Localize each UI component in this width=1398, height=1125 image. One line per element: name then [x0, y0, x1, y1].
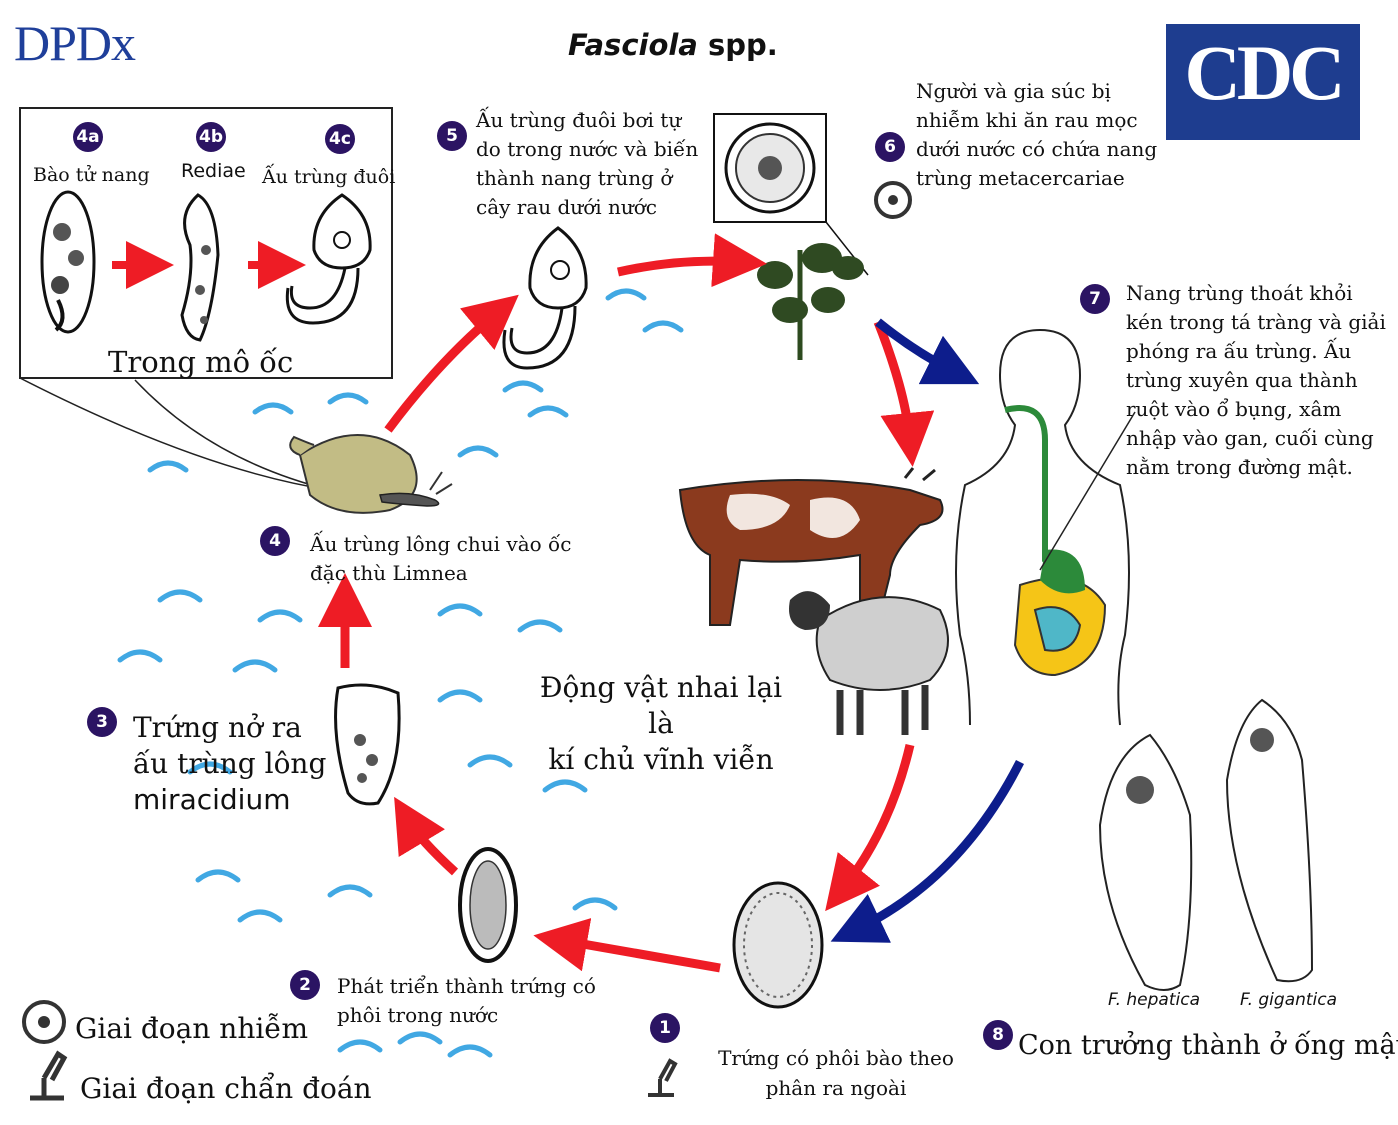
wave [187, 761, 233, 775]
species-label-gigantica: F. gigantica [1240, 990, 1338, 1010]
human-outline-illustration [955, 329, 1130, 726]
badge-step-6: 6 [875, 132, 905, 162]
wave [157, 589, 203, 603]
diagram-title: Fasciola spp. [568, 28, 778, 62]
wave [542, 779, 588, 793]
arrow-embryonated-to-miracidium [394, 796, 459, 876]
wave [467, 754, 513, 768]
step6-biohazard-icon [874, 181, 912, 219]
wave [232, 659, 278, 673]
cow-illustration [678, 467, 944, 626]
cdc-logo-box [1166, 24, 1360, 140]
arrow-ruminants-to-egg [825, 743, 915, 912]
step1-microscope-icon [648, 1058, 678, 1097]
badge-4c: 4c [325, 124, 355, 154]
legend-biohazard-icon [22, 1000, 66, 1044]
wave [257, 609, 303, 623]
wave [327, 392, 369, 405]
water-waves [117, 288, 684, 1058]
arrow-cercaria-to-plant [617, 233, 767, 288]
wave [195, 869, 241, 883]
wave [605, 288, 647, 301]
sporocyst-illustration [40, 190, 96, 334]
aquatic-plant-illustration [757, 243, 864, 360]
label-4b: Rediae [181, 160, 246, 182]
snail-illustration [289, 434, 453, 514]
wave [327, 884, 373, 898]
wave [572, 897, 618, 911]
rediae-illustration [180, 193, 220, 342]
free-cercaria-illustration [502, 226, 588, 370]
legend-diagnostic-stage: Giai đoạn chẩn đoán [80, 1072, 372, 1105]
snail-tissue-inset [19, 107, 393, 491]
badge-step-7: 7 [1080, 284, 1110, 314]
wave [437, 689, 483, 703]
badge-step-1: 1 [650, 1013, 680, 1043]
badge-step-4: 4 [260, 526, 290, 556]
adult-flukes-illustration [1098, 698, 1314, 991]
badge-step-8: 8 [983, 1020, 1013, 1050]
wave [117, 649, 163, 663]
wave [252, 402, 294, 415]
badge-4a: 4a [73, 122, 103, 152]
badge-4b: 4b [196, 122, 226, 152]
wave [457, 445, 499, 458]
wave [642, 320, 684, 333]
legend-microscope-icon [30, 1050, 68, 1101]
metacercaria-inset [713, 113, 869, 276]
badge-step-3: 3 [87, 707, 117, 737]
title-suffix: spp. [697, 28, 778, 62]
sheep-illustration [789, 591, 949, 735]
egg-unembryonated-illustration [732, 881, 824, 1009]
badge-step-2: 2 [290, 970, 320, 1000]
arrow-plant-to-ruminants [873, 320, 935, 467]
wave [237, 909, 283, 923]
cdc-logo-text: CDC [1184, 29, 1346, 116]
label-4a: Bào tử nang [33, 164, 150, 186]
legend-infective-stage: Giai đoạn nhiễm [75, 1012, 309, 1045]
arrow-plant-to-human [875, 318, 980, 385]
title-genus: Fasciola [568, 28, 698, 62]
arrow-snail-to-cercaria [384, 294, 519, 433]
wave [437, 603, 483, 617]
arrow-human-to-egg [830, 759, 1025, 943]
wave [527, 405, 569, 418]
arrow-egg-to-embryonated [533, 918, 721, 973]
label-4c: Ấu trùng đuôi [262, 166, 396, 188]
dpdx-logo: DPDx [14, 15, 136, 71]
cercaria-inset-illustration [285, 193, 372, 325]
inset-caption: Trong mô ốc [108, 345, 294, 379]
wave [337, 1039, 383, 1053]
wave [517, 619, 563, 633]
wave [502, 380, 544, 393]
badge-step-5: 5 [437, 121, 467, 151]
wave [447, 1044, 493, 1058]
miracidium-illustration [334, 683, 401, 806]
step-8-text: Con trưởng thành ở ống mật [1018, 1030, 1398, 1061]
species-label-hepatica: F. hepatica [1108, 990, 1200, 1010]
wave [397, 1031, 443, 1045]
egg-embryonated-illustration [458, 847, 518, 963]
wave [147, 460, 189, 473]
step7-pointer-line [1039, 411, 1136, 571]
